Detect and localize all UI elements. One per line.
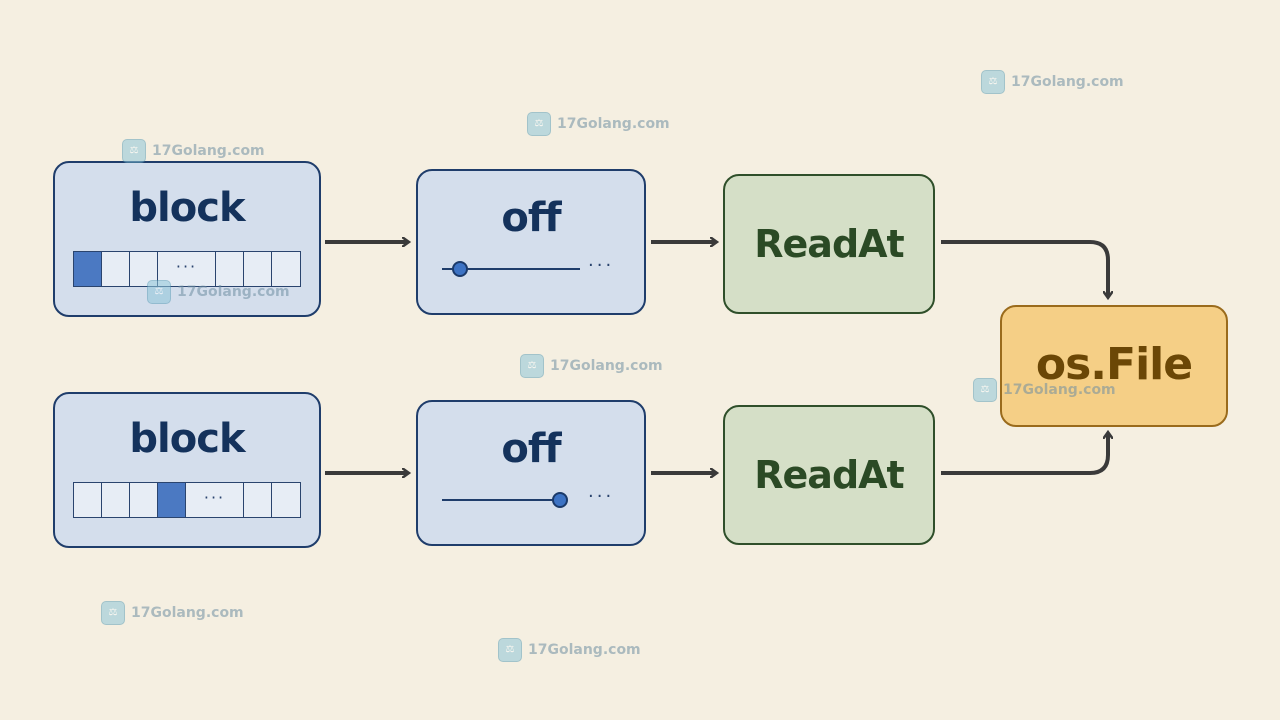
offset-track	[442, 268, 580, 270]
watermark: ⚖ 17Golang.com	[101, 601, 244, 625]
block-cell-ellipsis: ···	[186, 483, 244, 517]
logo-icon: ⚖	[973, 378, 997, 402]
os-file-label: os.File	[1035, 339, 1193, 390]
block-cell-ellipsis: ···	[158, 252, 216, 286]
off-label: off	[501, 426, 561, 472]
readat-box-2: ReadAt	[723, 405, 935, 545]
off-box-2: off ···	[416, 400, 646, 546]
logo-icon: ⚖	[101, 601, 125, 625]
readat-box-1: ReadAt	[723, 174, 935, 314]
block-cell	[102, 483, 130, 517]
offset-dots: ···	[588, 486, 615, 507]
os-file-box: os.File	[1000, 305, 1228, 427]
watermark: ⚖ 17Golang.com	[122, 139, 265, 163]
watermark-text: 17Golang.com	[550, 358, 663, 374]
block-cell	[102, 252, 130, 286]
watermark: ⚖ 17Golang.com	[147, 280, 290, 304]
logo-icon: ⚖	[520, 354, 544, 378]
block-cell	[216, 252, 244, 286]
readat-label: ReadAt	[754, 222, 904, 266]
offset-dots: ···	[588, 255, 615, 276]
offset-knob	[552, 492, 568, 508]
logo-icon: ⚖	[981, 70, 1005, 94]
block-cell-current	[74, 252, 102, 286]
watermark: ⚖ 17Golang.com	[498, 638, 641, 662]
watermark-text: 17Golang.com	[557, 116, 670, 132]
watermark-text: 17Golang.com	[1011, 74, 1124, 90]
block-cell	[130, 483, 158, 517]
offset-track	[442, 499, 562, 501]
block-cell	[244, 483, 272, 517]
logo-icon: ⚖	[527, 112, 551, 136]
watermark: ⚖ 17Golang.com	[527, 112, 670, 136]
block-cell	[272, 252, 300, 286]
block-cell	[244, 252, 272, 286]
logo-icon: ⚖	[498, 638, 522, 662]
block-cells: ···	[73, 482, 301, 518]
off-box-1: off ···	[416, 169, 646, 315]
watermark: ⚖ 17Golang.com	[981, 70, 1124, 94]
watermark-text: 17Golang.com	[152, 143, 265, 159]
arrow-read1-to-file	[941, 240, 1108, 297]
logo-icon: ⚖	[122, 139, 146, 163]
block-cell	[272, 483, 300, 517]
block-box-1: block ···	[53, 161, 321, 317]
watermark: ⚖ 17Golang.com	[973, 378, 1116, 402]
watermark-text: 17Golang.com	[131, 605, 244, 621]
block-cells: ···	[73, 251, 301, 287]
watermark-text: 17Golang.com	[177, 284, 290, 300]
arrow-read2-to-file	[941, 433, 1108, 475]
block-label: block	[129, 185, 245, 231]
watermark-text: 17Golang.com	[1003, 382, 1116, 398]
watermark-text: 17Golang.com	[528, 642, 641, 658]
offset-knob	[452, 261, 468, 277]
watermark: ⚖ 17Golang.com	[520, 354, 663, 378]
off-label: off	[501, 195, 561, 241]
block-cell	[74, 483, 102, 517]
block-box-2: block ···	[53, 392, 321, 548]
block-cell-current	[158, 483, 186, 517]
block-label: block	[129, 416, 245, 462]
readat-label: ReadAt	[754, 453, 904, 497]
logo-icon: ⚖	[147, 280, 171, 304]
